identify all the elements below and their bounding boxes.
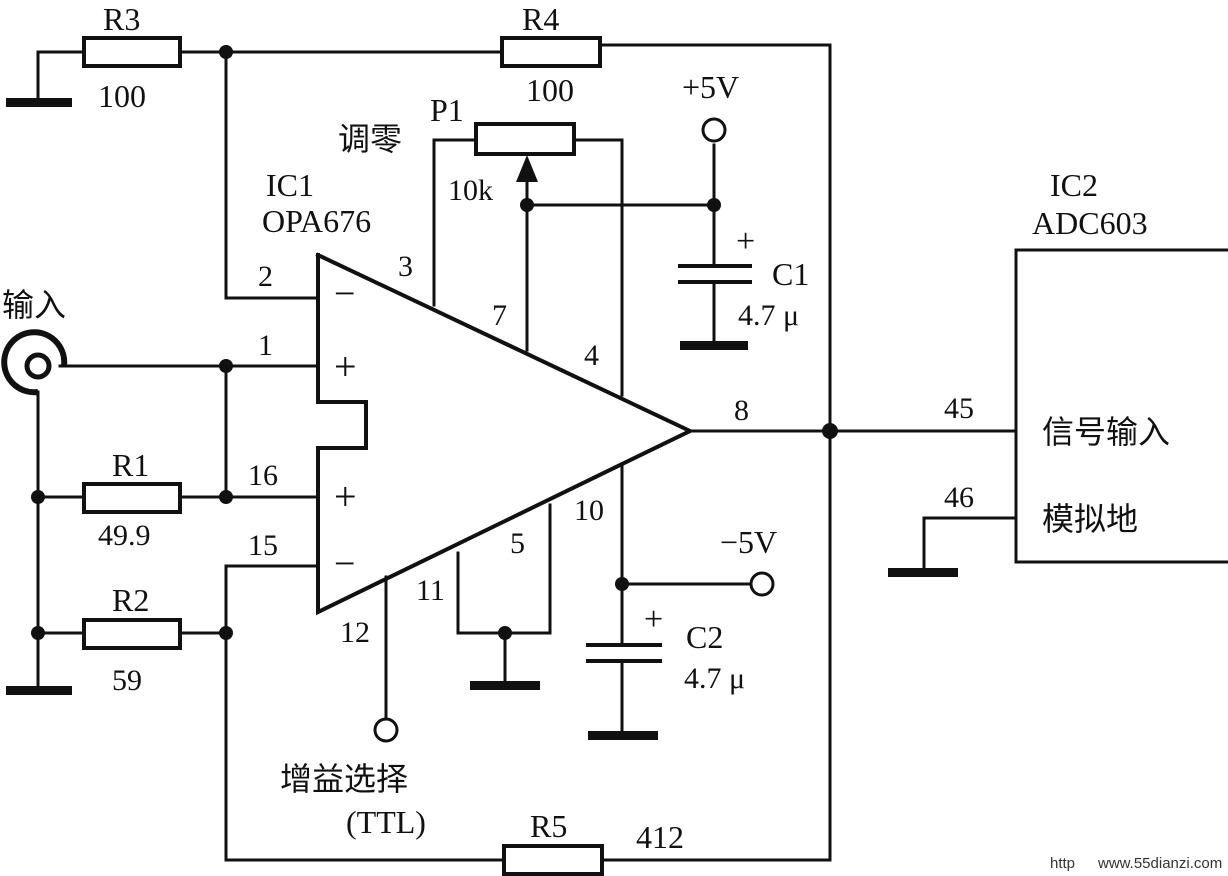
input-connector-icon [1, 329, 68, 396]
pin-number: 3 [398, 250, 413, 283]
ic1-name: IC1 [266, 167, 314, 203]
c2-name: C2 [686, 619, 723, 655]
r2-value: 59 [112, 664, 142, 697]
pin3-wire [432, 138, 478, 307]
junction-dot [520, 198, 534, 212]
r5-name: R5 [530, 808, 567, 844]
p1-value: 10k [448, 174, 493, 207]
pin-number: 5 [510, 527, 525, 560]
junction-dot [707, 198, 721, 212]
pin-number: 46 [944, 481, 974, 514]
ic2-part: ADC603 [1032, 205, 1148, 241]
opamp-minus-sign-pin15: − [334, 543, 355, 585]
pin-number: 4 [584, 339, 599, 372]
r2-resistor [82, 618, 182, 650]
pin-number: 2 [258, 260, 273, 293]
pin-number: 12 [340, 616, 370, 649]
junction-dot [31, 626, 45, 640]
r4-resistor [500, 36, 602, 68]
pin-number: 16 [248, 459, 278, 492]
opamp-plus-sign-pin1: + [334, 344, 357, 389]
pin-number: 8 [734, 394, 749, 427]
pin2-wire [224, 50, 320, 300]
r3-resistor [82, 36, 182, 68]
p1-name: P1 [430, 92, 464, 128]
input-label: 输入 [2, 286, 66, 324]
pin-number: 11 [416, 574, 445, 607]
r4-name: R4 [522, 1, 559, 37]
r5-value: 412 [636, 819, 684, 855]
p1-wiper-arrow [516, 155, 538, 182]
r1-resistor [82, 482, 182, 514]
pin-number: 1 [258, 329, 273, 362]
pin-number: 45 [944, 392, 974, 425]
r5-resistor [502, 844, 604, 876]
r2-name: R2 [112, 582, 149, 618]
r3-value: 100 [98, 78, 146, 114]
r1r2-ground-symbol [6, 686, 72, 695]
r1-name: R1 [112, 447, 149, 483]
pos-supply-label: +5V [682, 69, 739, 105]
gain-select-terminal [373, 717, 399, 743]
c2-ground-symbol [588, 731, 658, 740]
watermark-prefix: http [1050, 855, 1075, 872]
c2-polarity: + [644, 601, 663, 638]
opamp-minus-sign-pin2: − [334, 273, 355, 315]
pin-number: 7 [492, 299, 507, 332]
junction-dot [31, 490, 45, 504]
watermark: www.55dianzi.com [1097, 855, 1222, 872]
ic2-analog-ground-label: 模拟地 [1042, 500, 1138, 538]
ic2-signal-input-label: 信号输入 [1042, 413, 1170, 451]
r3-ground-symbol [6, 98, 72, 107]
p1-potentiometer [474, 122, 576, 156]
opamp-body [315, 252, 695, 616]
r3-ground-wire [36, 50, 86, 104]
p1-right-wire [572, 138, 624, 397]
r1-value: 49.9 [98, 519, 151, 552]
pos-supply-terminal [701, 117, 727, 143]
neg-supply-label: −5V [720, 524, 777, 560]
junction-dot [822, 423, 838, 439]
gain-select-label: 增益选择 [280, 760, 408, 798]
c1-name: C1 [772, 256, 809, 292]
r4-value: 100 [526, 72, 574, 108]
junction-dot [219, 490, 233, 504]
junction-dot [219, 626, 233, 640]
junction-dot [219, 359, 233, 373]
neg-supply-terminal [749, 571, 775, 597]
junction-dot [219, 45, 233, 59]
pin46-wire [922, 516, 1018, 574]
junction-dot [498, 626, 512, 640]
c1-ground-symbol [680, 341, 748, 350]
pin-number: 15 [248, 529, 278, 562]
pin11-5-wire [456, 503, 552, 635]
pin-number: 10 [574, 494, 604, 527]
junction-dot [615, 577, 629, 591]
ic2-ground-symbol [888, 568, 958, 577]
pin11-ground-symbol [470, 681, 540, 690]
ic2-name: IC2 [1050, 167, 1098, 203]
c2-value: 4.7 μ [684, 662, 745, 695]
ic2-box [1014, 248, 1228, 564]
gain-select-ttl-label: (TTL) [346, 804, 426, 840]
opamp-plus-sign-pin16: + [334, 474, 357, 519]
p1-function-label: 调零 [338, 120, 402, 158]
r3-name: R3 [103, 1, 140, 37]
c1-polarity: + [736, 223, 755, 260]
ic1-part: OPA676 [262, 203, 371, 239]
c1-value: 4.7 μ [738, 299, 799, 332]
pin15-wire [224, 564, 506, 862]
